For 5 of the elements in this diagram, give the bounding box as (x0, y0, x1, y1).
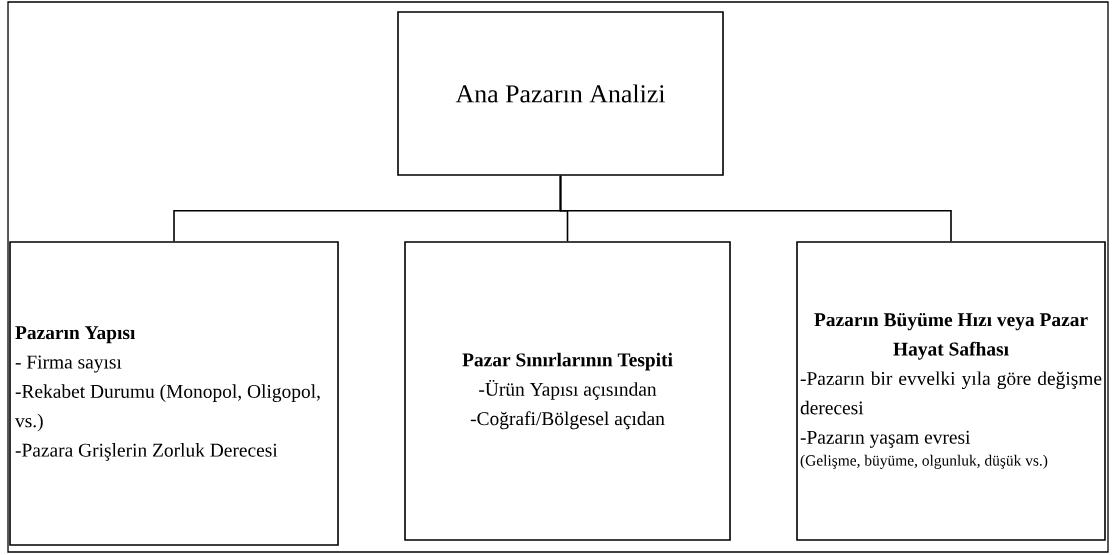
category-box: Pazarın Büyüme Hızı veya Pazar Hayat Safhası -Pazarın bir evvelki yıla göre değişme derecesi -Pazarın yaşam evresi (Gelişme, büyüme, olgunluk, düşük vs.) (796, 241, 1106, 541)
category-box: Pazarın Yapısı - Firma sayısı -Rekabet Durumu (Monopol, Oligopol, vs.) -Pazara Grişlerin Zorluk Derecesi (9, 241, 339, 546)
title-box: Ana Pazarın Analizi (397, 11, 724, 176)
connector-line (559, 175, 952, 242)
category-box: Pazar Sınırlarının Tespiti -Ürün Yapısı açısından -Coğrafi/Bölgesel açıdan (404, 241, 731, 541)
